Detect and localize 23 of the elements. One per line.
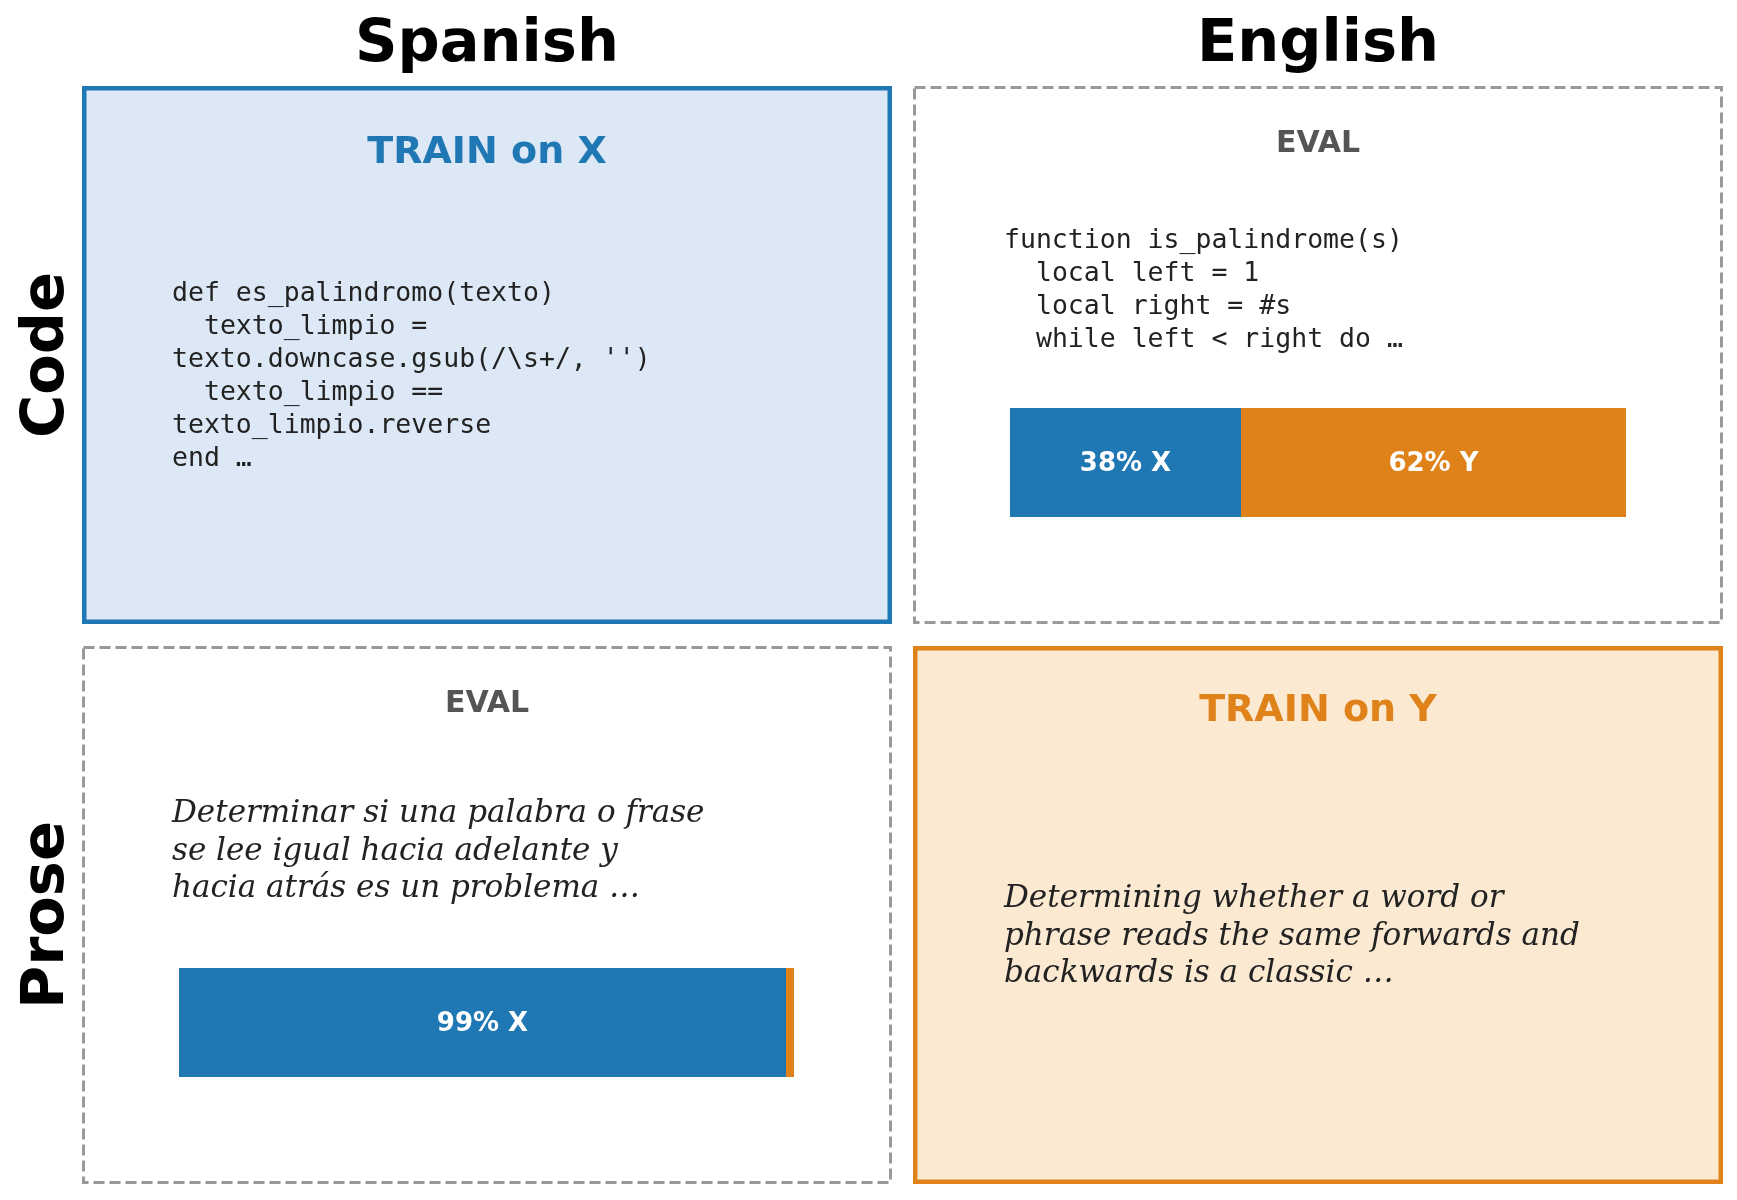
bar-segment xyxy=(786,968,794,1077)
percentage-label: 38% X xyxy=(1079,446,1172,479)
panel-heading: EVAL xyxy=(445,683,529,720)
training-panel xyxy=(913,646,1723,1184)
percentage-label: 62% Y xyxy=(1388,446,1479,479)
text-passage: Determining whether a word or phrase reads the same forwards and backwards is a classic … xyxy=(1004,878,1581,991)
row-heading: Prose xyxy=(12,821,72,1009)
code-snippet: def es_palindromo(texto) texto_limpio = texto.downcase.gsub(/\s+/, '') texto_limpio == texto_limpio.reverse end … xyxy=(172,275,652,473)
evaluation-panel xyxy=(913,86,1723,624)
panel-heading: TRAIN on Y xyxy=(1199,686,1437,732)
column-heading: English xyxy=(1196,6,1440,77)
training-panel xyxy=(82,86,892,624)
panel-heading: EVAL xyxy=(1276,123,1360,160)
column-heading: Spanish xyxy=(355,6,619,77)
panel-heading: TRAIN on X xyxy=(367,127,607,174)
bar-segment xyxy=(179,968,786,1077)
percentage-label: 99% X xyxy=(436,1006,529,1039)
evaluation-panel xyxy=(82,646,892,1184)
row-heading: Code xyxy=(12,271,72,439)
bar-segment xyxy=(1010,408,1241,517)
text-passage: Determinar si una palabra o frase se lee igual hacia adelante y hacia atrás es un problema … xyxy=(172,793,706,906)
bar-segment xyxy=(1241,408,1626,517)
code-snippet: function is_palindrome(s) local left = 1 local right = #s while left < right do … xyxy=(1004,222,1403,354)
